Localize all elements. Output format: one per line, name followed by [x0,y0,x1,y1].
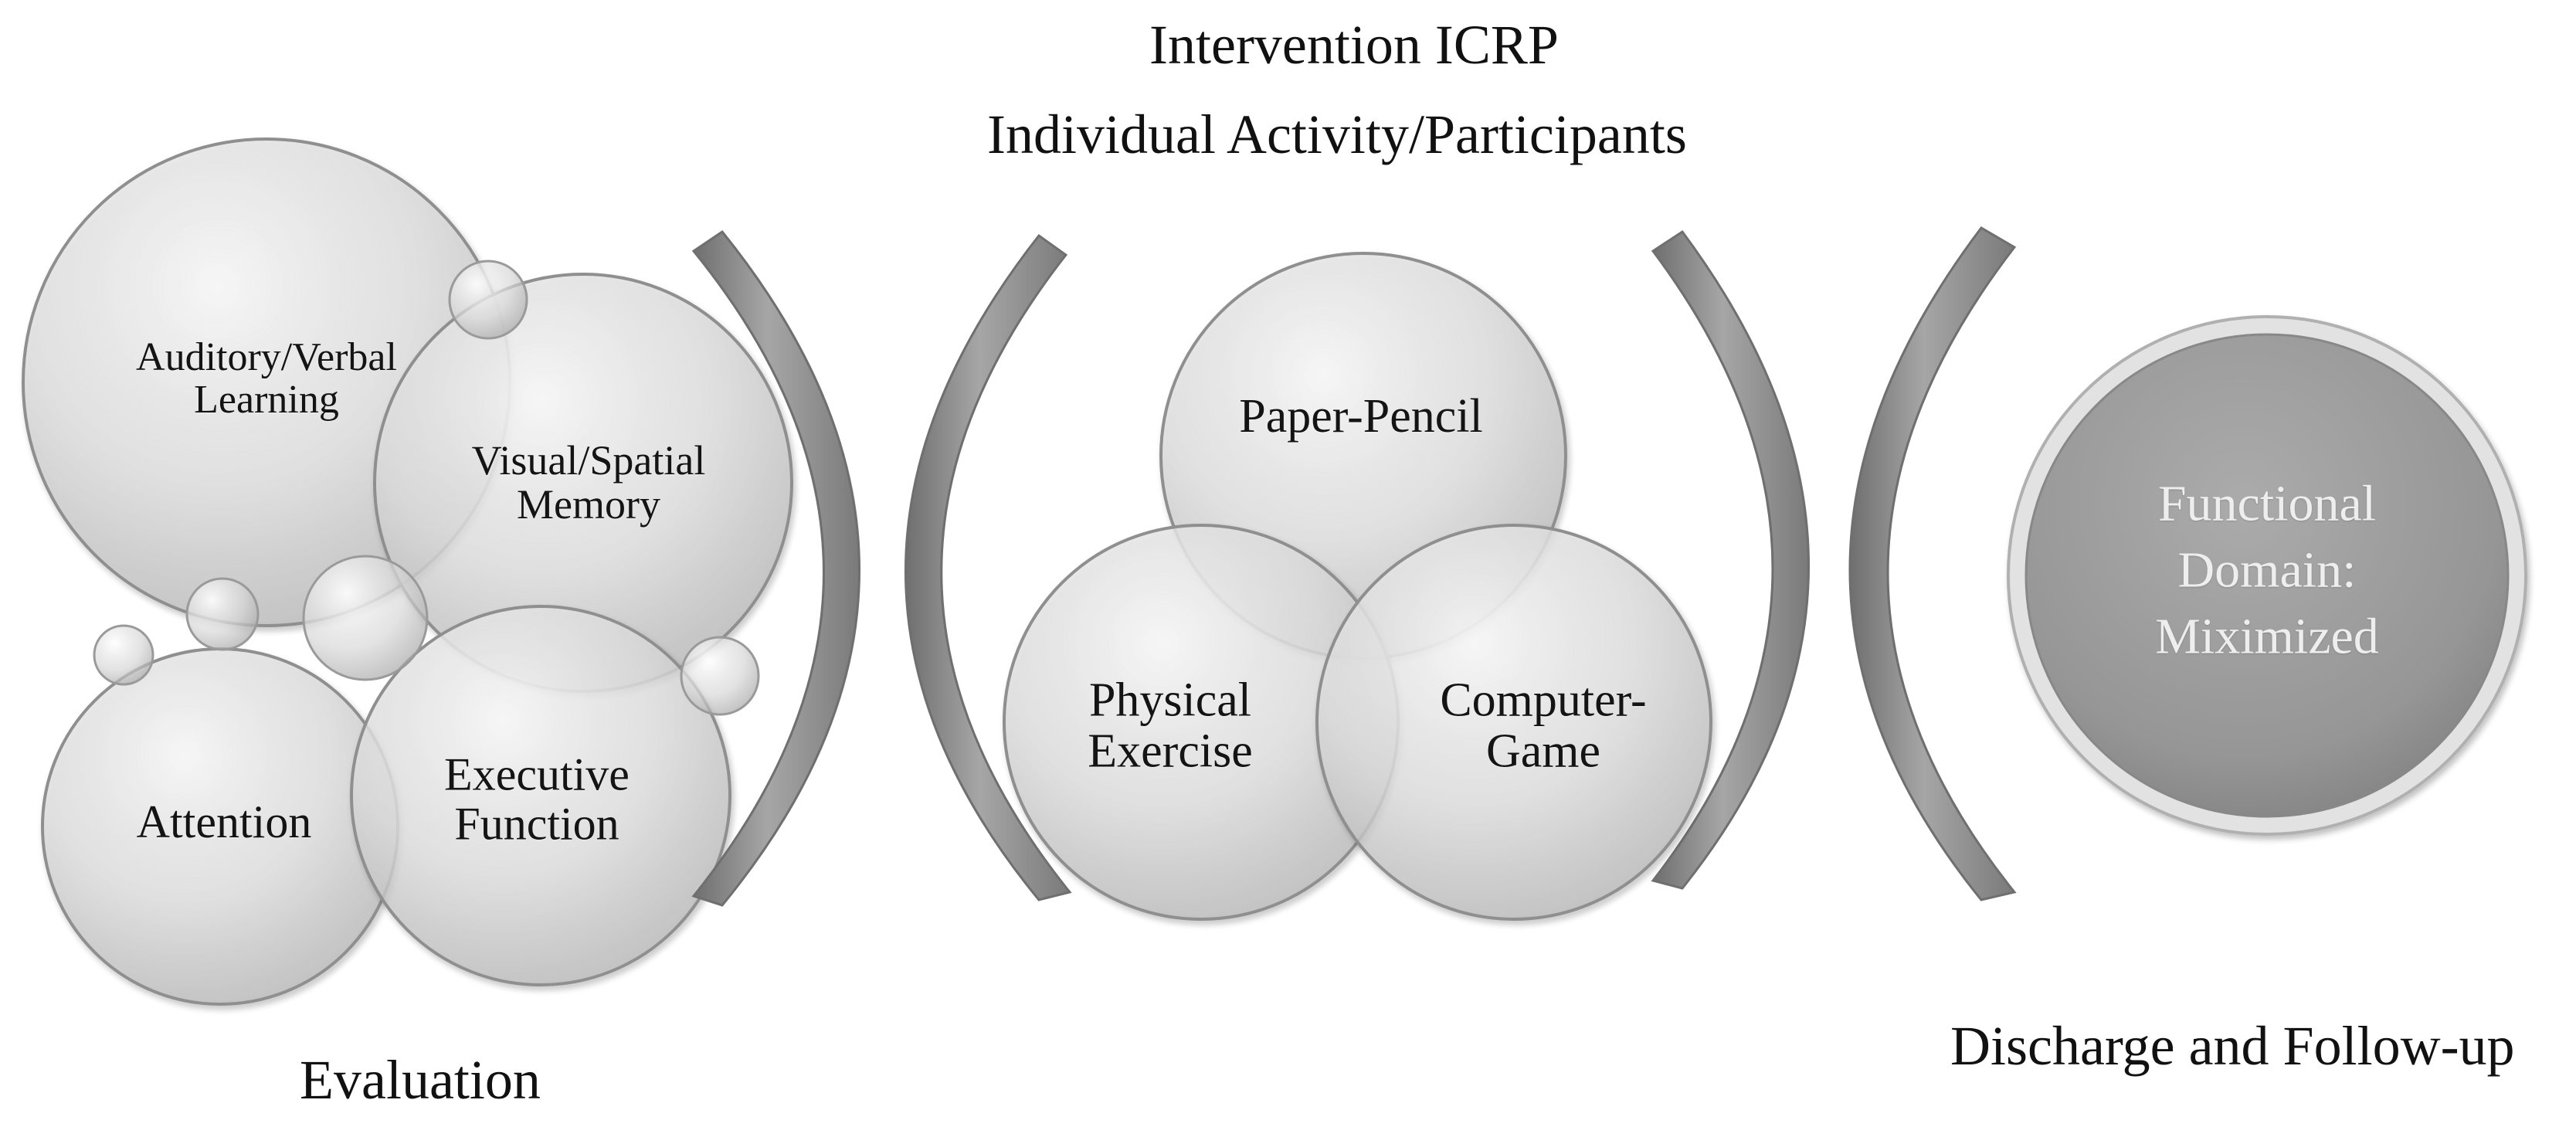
discharge-label: Discharge and Follow-up [1950,1015,2515,1077]
intervention-subtitle: Individual Activity/Participants [987,104,1687,165]
label-line: Visual/Spatial [471,436,706,484]
label-line: Learning [194,378,339,422]
label-line: Functional [2157,475,2377,532]
small-bubble [680,636,760,716]
label-paper-pencil: Paper-Pencil [1239,390,1483,443]
label-line: Physical [1088,674,1252,727]
evaluation-label: Evaluation [300,1049,541,1111]
outcome-cluster [2007,315,2527,836]
label-line: Memory [517,481,660,528]
label-auditory-verbal-learning: Auditory/Verbal Learning [136,336,397,421]
label-line: Auditory/Verbal [136,334,397,379]
bubble-functional-domain-inner [2024,333,2510,818]
intervention-brackets [691,226,2017,907]
small-bubble [93,624,154,686]
small-bubble [185,577,260,651]
label-line: Game [1485,725,1601,777]
label-functional-domain: Functional Domain: Miximized [2155,470,2379,669]
label-line: Function [454,798,619,849]
intervention-cluster [1003,252,1712,921]
label-line: Paper-Pencil [1239,390,1483,443]
bubble-executive-function [350,605,731,986]
label-line: Executive [444,749,630,800]
small-bubble [302,555,429,681]
label-line: Miximized [2155,607,2379,664]
label-visual-spatial-memory: Visual/Spatial Memory [471,436,706,528]
bracket-opening-intervention [904,233,1072,901]
label-attention: Attention [137,798,312,847]
intervention-title: Intervention ICRP [1149,14,1559,76]
label-line: Attention [136,796,312,848]
label-line: Domain: [2177,541,2357,599]
label-line: Computer- [1440,674,1647,727]
label-computer-game: Computer- Game [1440,675,1646,776]
evaluation-cluster [22,137,793,1006]
small-bubble [448,260,528,340]
label-line: Exercise [1088,725,1253,777]
bubble-computer-game [1315,524,1712,921]
bracket-opening-outcome [1848,226,2017,901]
label-executive-function: Executive Function [444,750,630,848]
bracket-closing-intervention [1651,229,1810,890]
label-physical-exercise: Physical Exercise [1088,675,1252,776]
bracket-closing-evaluation [691,229,860,907]
